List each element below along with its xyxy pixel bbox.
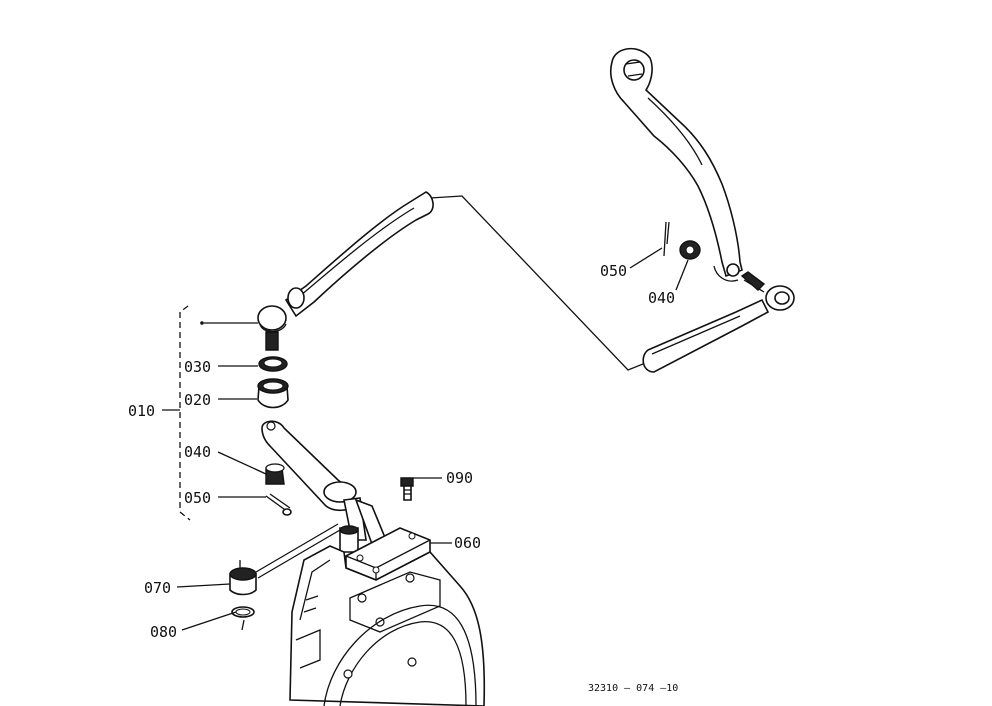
assembly-line <box>429 195 649 371</box>
group-dot <box>200 321 204 325</box>
washer-030 <box>258 356 288 372</box>
label-030: 030 <box>184 358 211 376</box>
bushing-070 <box>229 567 257 596</box>
rod-left <box>284 191 434 318</box>
label-050-right: 050 <box>600 262 627 280</box>
label-020: 020 <box>184 391 211 409</box>
nut-right <box>679 240 701 260</box>
bushing-leader <box>255 523 341 579</box>
bolt-090 <box>400 477 414 501</box>
cotter-pin-right <box>663 221 670 257</box>
housing <box>289 545 486 706</box>
cotter-pin-left <box>265 493 292 516</box>
rod-right <box>642 298 770 373</box>
leader-lines <box>162 247 689 631</box>
seal-020 <box>257 378 289 409</box>
label-060: 060 <box>454 534 481 552</box>
label-040-left: 040 <box>184 443 211 461</box>
drawing-code: 32310 – 074 –10 <box>588 683 678 694</box>
label-080: 080 <box>150 623 177 641</box>
group-bracket <box>179 305 191 521</box>
oring-080 <box>231 606 255 618</box>
label-070: 070 <box>144 579 171 597</box>
label-010: 010 <box>128 402 155 420</box>
ball-joint <box>257 305 287 351</box>
label-040-right: 040 <box>648 289 675 307</box>
pedal-arm <box>609 47 743 282</box>
label-090: 090 <box>446 469 473 487</box>
label-050-left: 050 <box>184 489 211 507</box>
lever-arm <box>261 420 388 553</box>
rod-end-right <box>740 271 795 311</box>
nut-left <box>265 463 285 485</box>
callout-labels: 010 030 020 040 050 090 060 070 080 050 … <box>128 262 678 694</box>
